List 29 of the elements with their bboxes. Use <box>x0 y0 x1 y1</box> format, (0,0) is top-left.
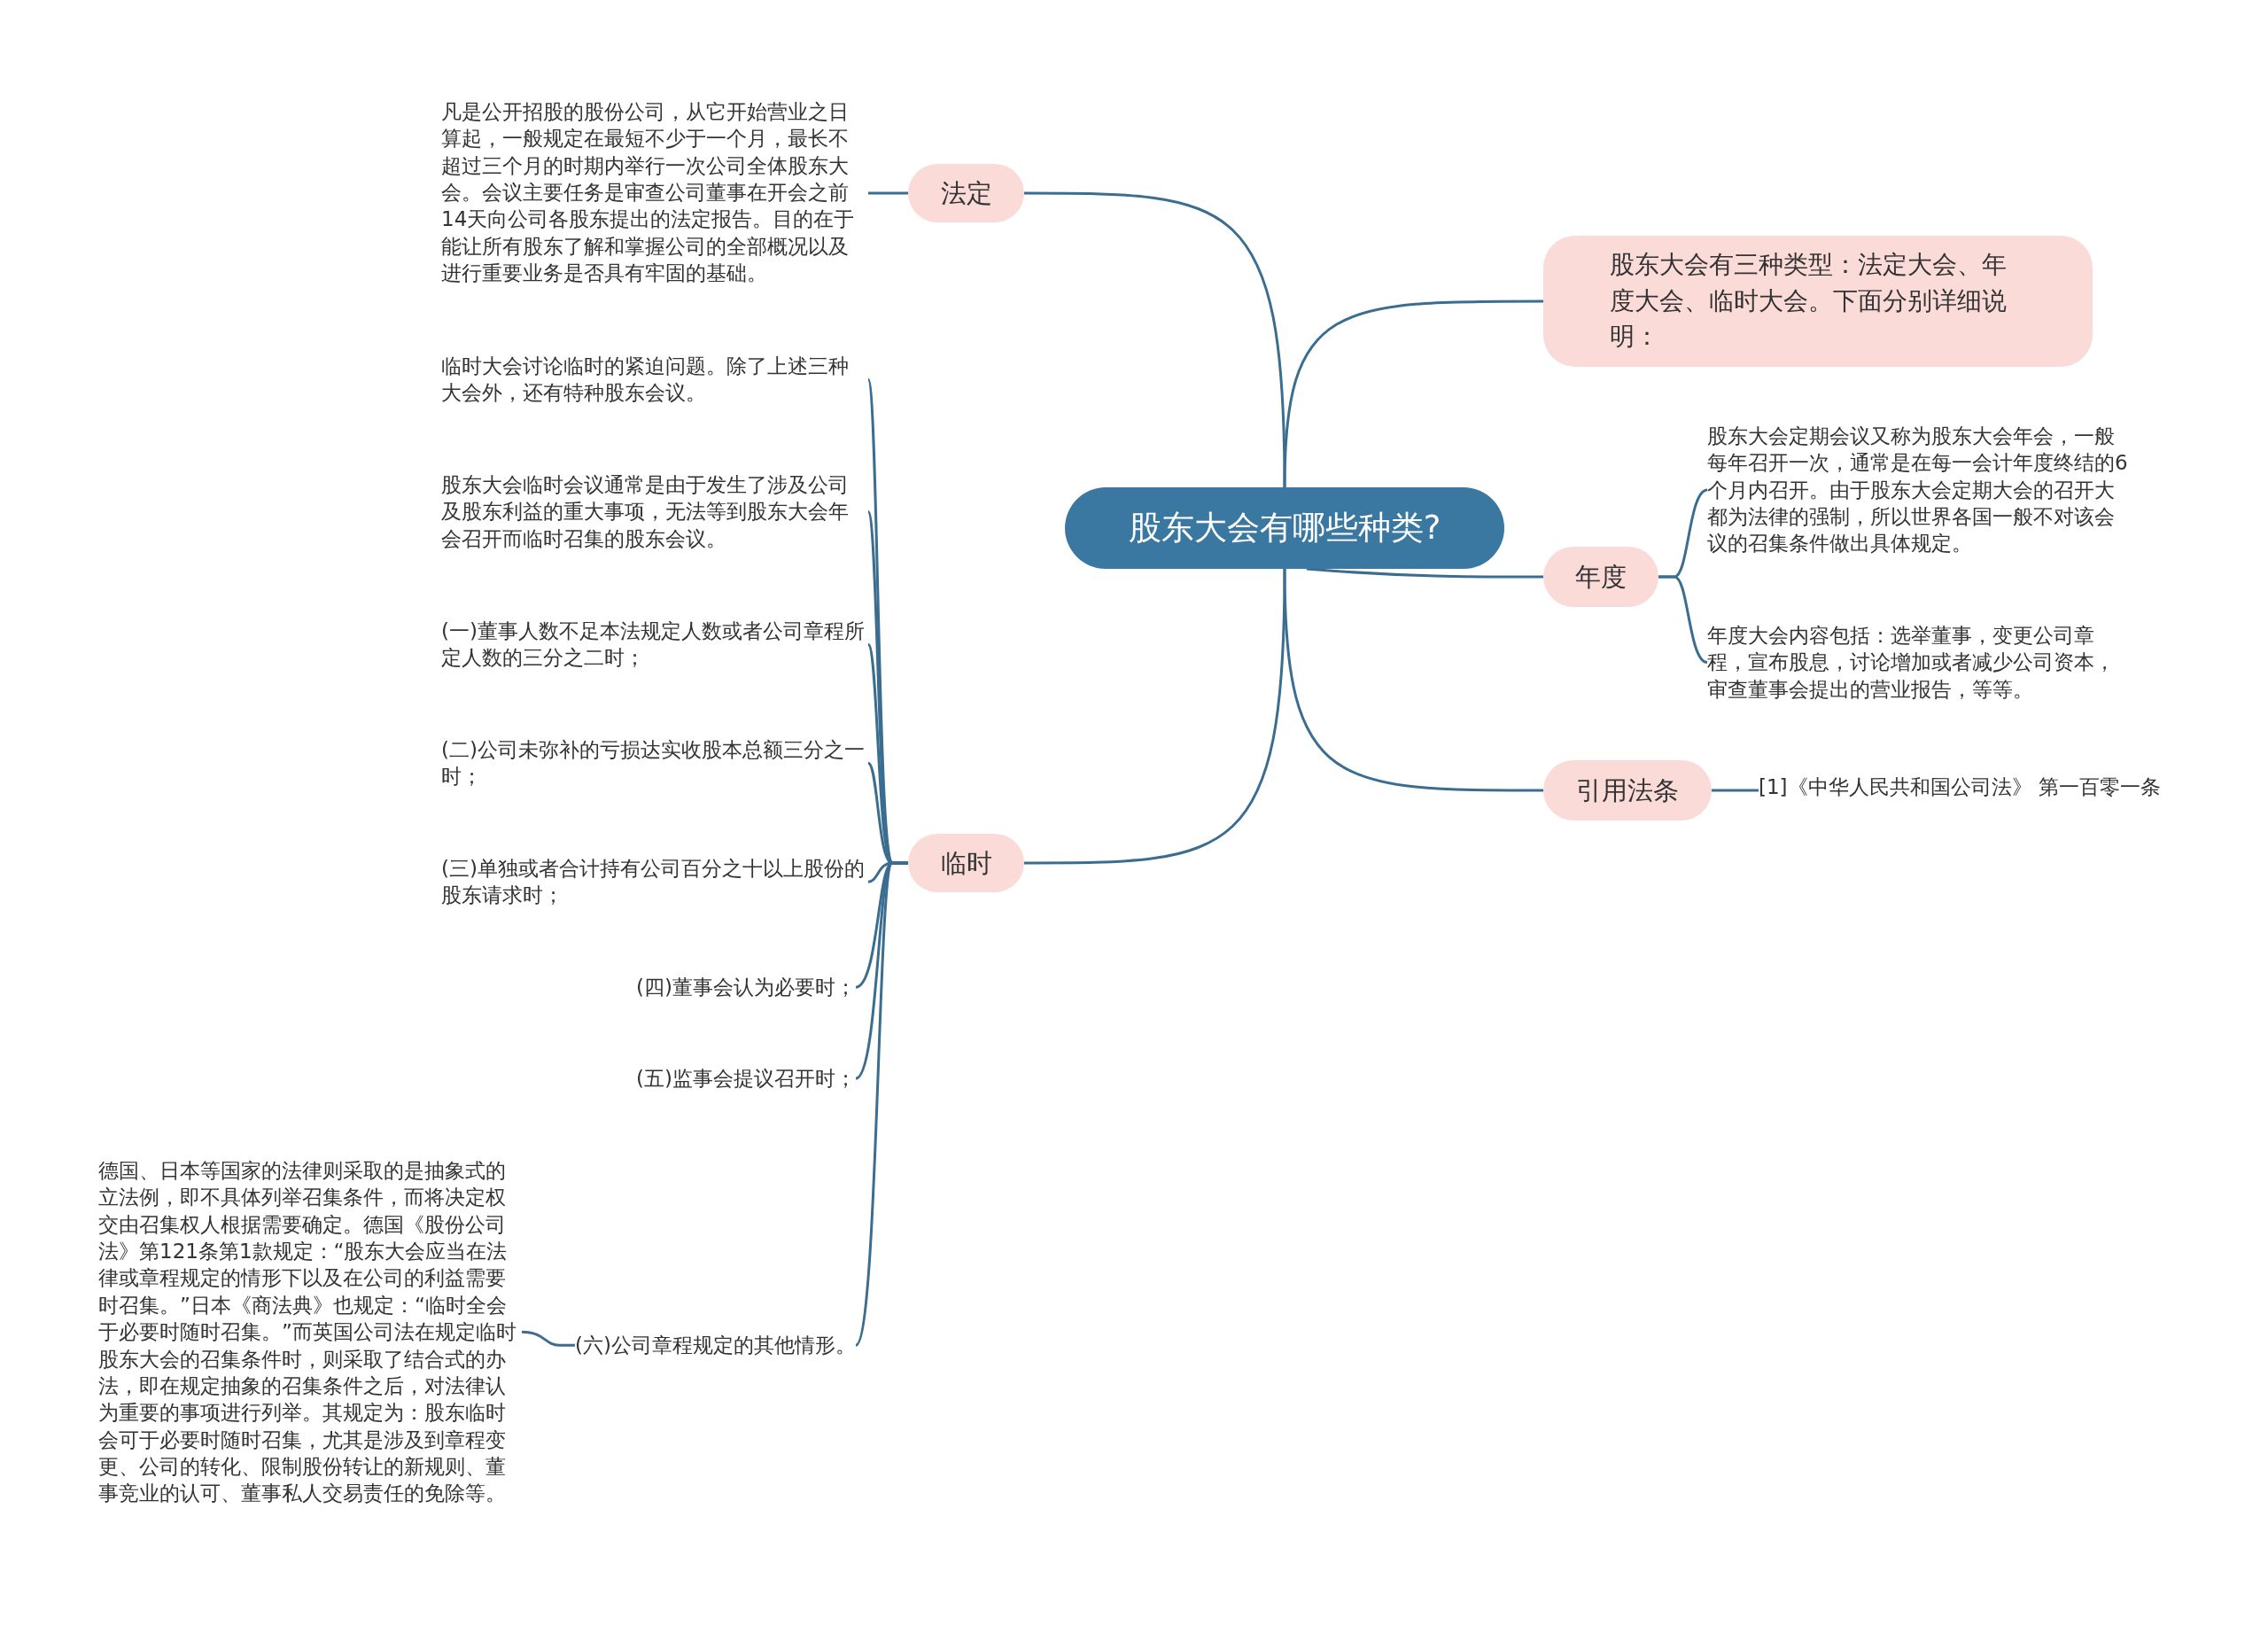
node-label: 法定 <box>940 176 992 210</box>
note-text: 临时大会讨论临时的紧迫问题。除了上述三种大会外，还有特种股东会议。 <box>441 353 868 407</box>
node-label: 股东大会有三种类型：法定大会、年度大会、临时大会。下面分别详细说明： <box>1610 249 2008 354</box>
connector-line <box>1306 567 1543 579</box>
note-text: 年度大会内容包括：选举董事，变更公司章程，宣布股息，讨论增加或者减少公司资本，审查董事会提出的营业报告，等等。 <box>1707 622 2134 704</box>
citation-text: [1]《中华人民共和国公司法》 第一百零一条 <box>1759 774 2161 801</box>
note-text: (三)单独或者合计持有公司百分之十以上股份的股东请求时； <box>441 855 868 909</box>
connector-line <box>1024 568 1286 865</box>
note-text: 股东大会定期会议又称为股东大会年会，一般每年召开一次，通常是在每一会计年度终结的6个月内召开。由于股东大会定期大会的召开大都为法律的强制，所以世界各国一般不对该会议的召集条件做出具体规定。 <box>1707 423 2134 557</box>
note-text: (四)董事会认为必要时； <box>636 974 856 1001</box>
connector-line <box>1024 191 1286 488</box>
node-label: 股东大会有哪些种类? <box>1128 508 1441 548</box>
node-label: 引用法条 <box>1576 774 1679 807</box>
note-text: (二)公司未弥补的亏损达实收股本总额三分之一时； <box>441 736 868 790</box>
connector-line <box>1658 575 1708 664</box>
connector-line <box>868 191 908 195</box>
node-label: 年度 <box>1575 560 1627 594</box>
connector-line <box>1712 789 1759 792</box>
note-text: 股东大会临时会议通常是由于发生了涉及公司及股东利益的重大事项，无法等到股东大会年会召开而临时召集的股东会议。 <box>441 471 868 553</box>
topic-pill <box>1543 236 2093 367</box>
note-text: (六)公司章程规定的其他情形。 <box>575 1332 856 1359</box>
connector-line <box>1283 568 1543 792</box>
connector-line <box>521 1330 576 1347</box>
note-text: 德国、日本等国家的法律则采取的是抽象式的立法例，即不具体列举召集条件，而将决定权交由召集权人根据需要确定。德国《股份公司法》第121条第1款规定：“股东大会应当在法律或章程规定的情形下以及在公司的利益需要时召集。”日本《商法典》也规定：“临时全会于必要时随时召集。”而英国公司法在规定临时股东大会的召集条件时，则采取了结合式的办法，即在规定抽象的召集条件之后，对法律认为重要的事项进行列举。其规定为：股东临时会可于必要时随时召集，尤其是涉及到章程变更、公司的转化、限制股份转让的新规则、董事竞业的认可、董事私人交易责任的免除等。 <box>98 1157 522 1507</box>
note-text: 凡是公开招股的股份公司，从它开始营业之日算起，一般规定在最短不少于一个月，最长不超过三个月的时期内举行一次公司全体股东大会。会议主要任务是审查公司董事在开会之前14天向公司各股东提出的法定报告。目的在于能让所有股东了解和掌握公司的全部概况以及进行重要业务是否具有牢固的基础。 <box>441 98 868 287</box>
node-label: 临时 <box>940 846 992 880</box>
note-text: (一)董事人数不足本法规定人数或者公司章程所定人数的三分之二时； <box>441 618 868 672</box>
note-text: (五)监事会提议召开时； <box>636 1065 856 1093</box>
connector-line <box>1283 299 1543 488</box>
